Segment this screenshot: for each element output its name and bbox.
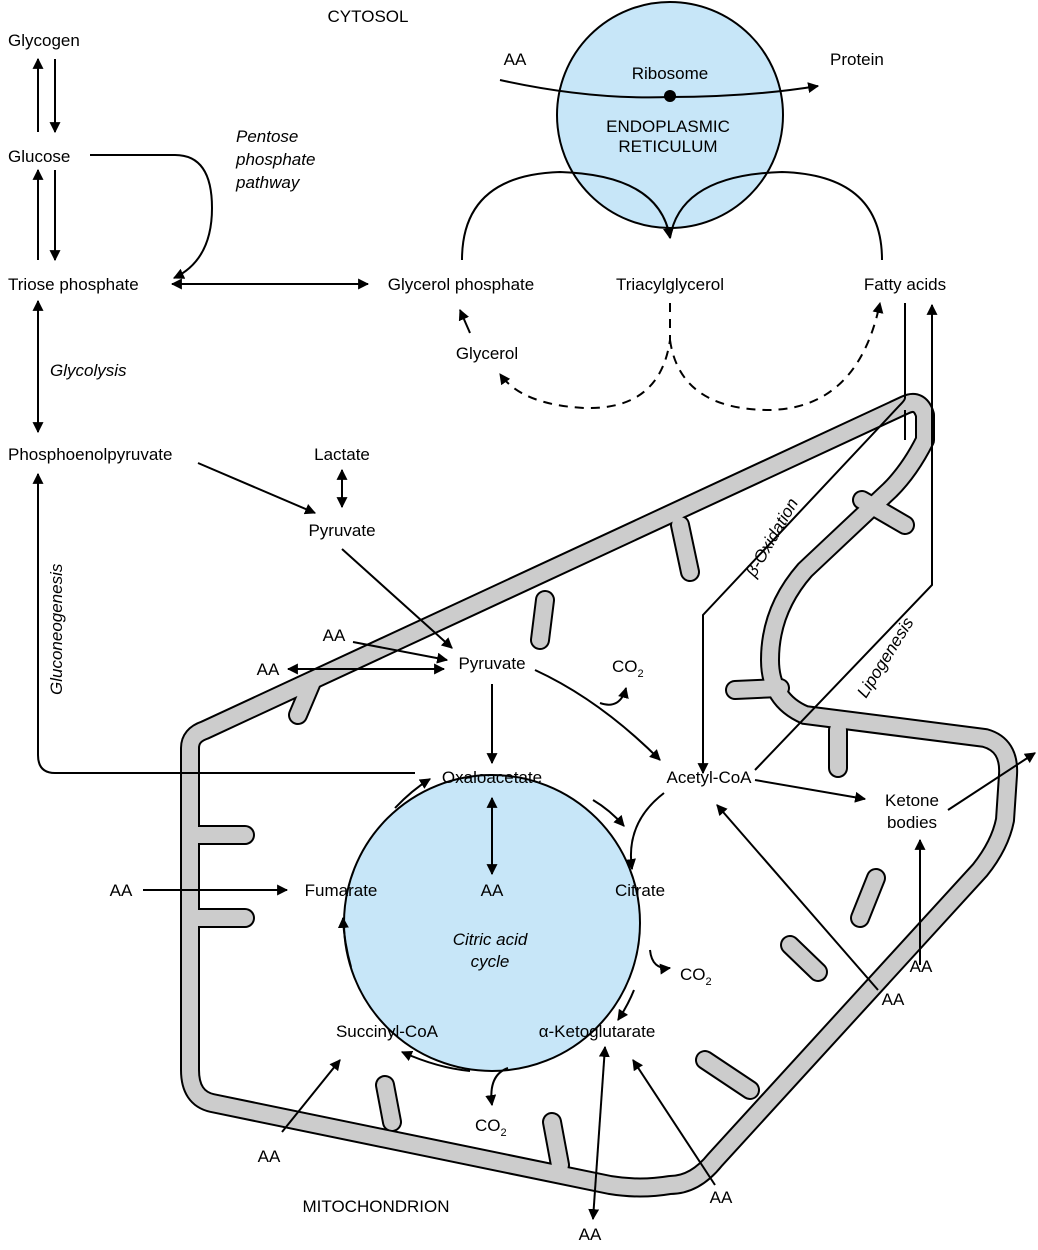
- aa-label-oxaloacetate: AA: [481, 881, 504, 900]
- triacylglycerol-label: Triacylglycerol: [616, 275, 724, 294]
- cycle-label-line1: Citric acid: [453, 930, 528, 949]
- pentose-label-line3: pathway: [235, 173, 301, 192]
- ribosome-label: Ribosome: [632, 64, 709, 83]
- gluconeogenesis-label: Gluconeogenesis: [47, 563, 66, 695]
- cycle-label-line2: cycle: [471, 952, 510, 971]
- pyruvate-mito-label: Pyruvate: [458, 654, 525, 673]
- fumarate-label: Fumarate: [305, 881, 378, 900]
- aa-label-acetyl: AA: [882, 990, 905, 1009]
- fatty-acids-label: Fatty acids: [864, 275, 946, 294]
- lactate-label: Lactate: [314, 445, 370, 464]
- beta-oxidation-label: β-Oxidation: [742, 495, 803, 581]
- ribosome-dot: [664, 90, 676, 102]
- mitochondrion-arrows: [143, 303, 1035, 1219]
- acetyl-coa-label: Acetyl-CoA: [666, 768, 752, 787]
- succinyl-coa-label: Succinyl-CoA: [336, 1022, 439, 1041]
- aa-label-succinyl: AA: [258, 1147, 281, 1166]
- protein-label: Protein: [830, 50, 884, 69]
- cytosol-label: CYTOSOL: [328, 7, 409, 26]
- aa-label-ketoglutarate-in: AA: [710, 1188, 733, 1207]
- pentose-label-line1: Pentose: [236, 127, 298, 146]
- triose-phosphate-label: Triose phosphate: [8, 275, 139, 294]
- phosphoenolpyruvate-label: Phosphoenolpyruvate: [8, 445, 172, 464]
- glycogen-label: Glycogen: [8, 31, 80, 50]
- mitochondrion-label: MITOCHONDRION: [302, 1197, 449, 1216]
- citrate-label: Citrate: [615, 881, 665, 900]
- endoplasmic-reticulum-circle: [557, 2, 783, 228]
- glycolysis-label: Glycolysis: [50, 361, 127, 380]
- co2-label-citrate: CO2: [680, 965, 712, 988]
- pyruvate-cytosol-label: Pyruvate: [308, 521, 375, 540]
- aa-label-ketone: AA: [910, 957, 933, 976]
- glycerol-phosphate-label: Glycerol phosphate: [388, 275, 534, 294]
- ketoglutarate-label: α-Ketoglutarate: [539, 1022, 656, 1041]
- aa-label-er: AA: [504, 50, 527, 69]
- co2-label-succinyl: CO2: [475, 1116, 507, 1139]
- aa-label-ketoglutarate-exchange: AA: [579, 1225, 602, 1244]
- oxaloacetate-label: Oxaloacetate: [442, 768, 542, 787]
- aa-label-pyruvate-in: AA: [323, 626, 346, 645]
- ketone-label-line1: Ketone: [885, 791, 939, 810]
- aa-label-pyruvate-exchange: AA: [257, 660, 280, 679]
- pentose-label-line2: phosphate: [235, 150, 315, 169]
- aa-label-fumarate: AA: [110, 881, 133, 900]
- co2-label-pyruvate: CO2: [612, 657, 644, 680]
- glycerol-label: Glycerol: [456, 344, 518, 363]
- er-label-line1: ENDOPLASMIC: [606, 117, 730, 136]
- ketone-label-line2: bodies: [887, 813, 937, 832]
- glucose-label: Glucose: [8, 147, 70, 166]
- er-label-line2: RETICULUM: [618, 137, 717, 156]
